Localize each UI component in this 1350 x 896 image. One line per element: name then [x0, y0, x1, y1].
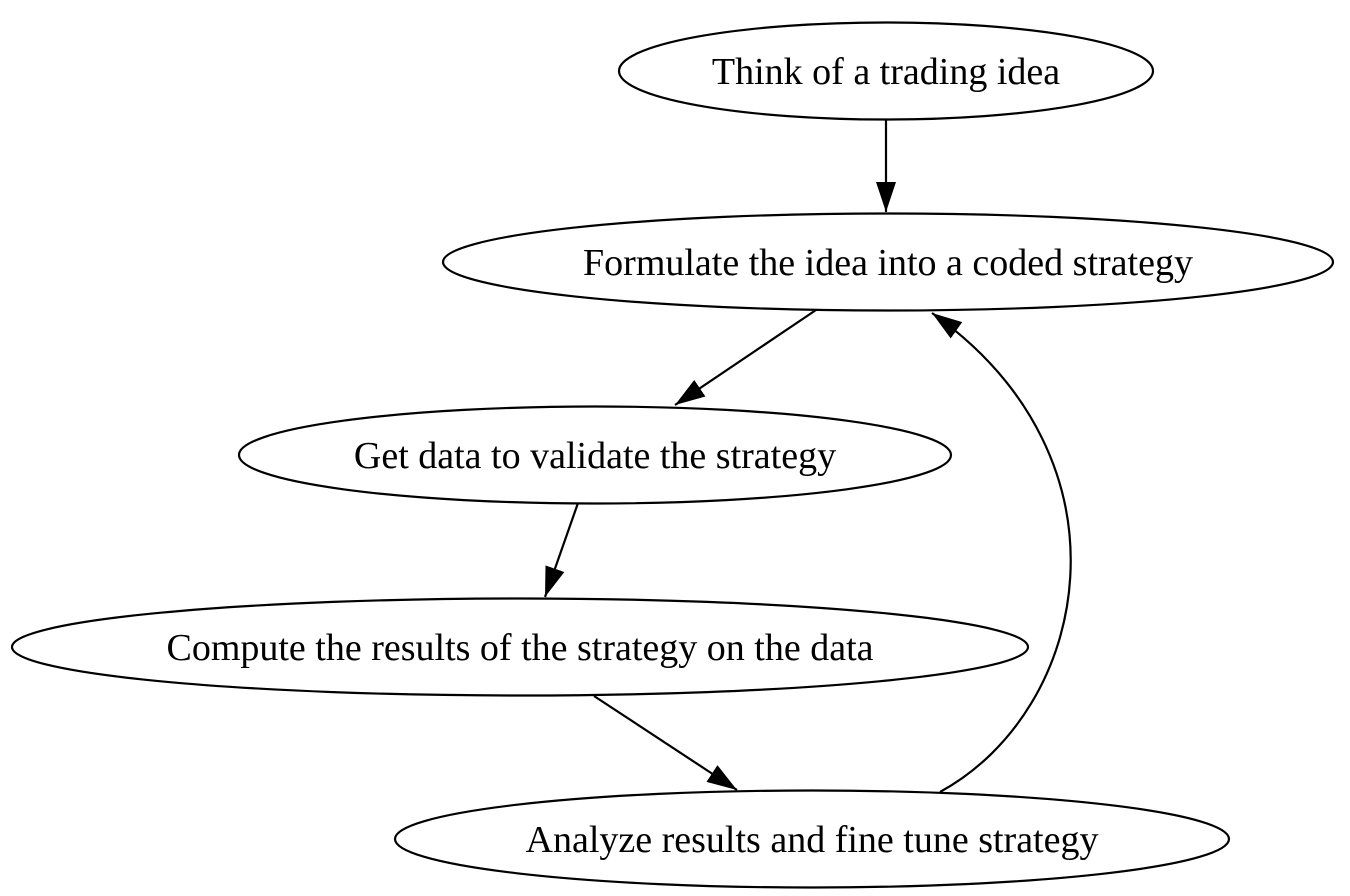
- node-label-compute: Compute the results of the strategy on t…: [166, 627, 873, 669]
- edge-analyze-to-formulate: [931, 312, 1072, 793]
- node-ellipse-getdata: [237, 405, 953, 505]
- node-ellipse-compute: [10, 597, 1030, 697]
- node-label-getdata: Get data to validate the strategy: [354, 435, 836, 477]
- edge-compute-to-analyze: [593, 695, 738, 791]
- node-ellipse-analyze: [393, 789, 1231, 889]
- node-get-data-validate: Get data to validate the strategy: [237, 405, 953, 505]
- node-ellipse-think: [617, 21, 1155, 121]
- node-compute-results: Compute the results of the strategy on t…: [10, 597, 1030, 697]
- node-label-analyze: Analyze results and fine tune strategy: [526, 819, 1099, 861]
- edge-getdata-to-compute: [543, 502, 580, 598]
- node-label-think: Think of a trading idea: [712, 51, 1060, 93]
- node-label-formulate: Formulate the idea into a coded strategy: [583, 242, 1193, 284]
- node-analyze-fine-tune: Analyze results and fine tune strategy: [393, 789, 1231, 889]
- node-formulate-coded-strategy: Formulate the idea into a coded strategy: [441, 212, 1335, 312]
- node-think-of-trading-idea: Think of a trading idea: [617, 21, 1155, 121]
- edge-formulate-to-getdata: [674, 309, 817, 406]
- node-ellipse-formulate: [441, 212, 1335, 312]
